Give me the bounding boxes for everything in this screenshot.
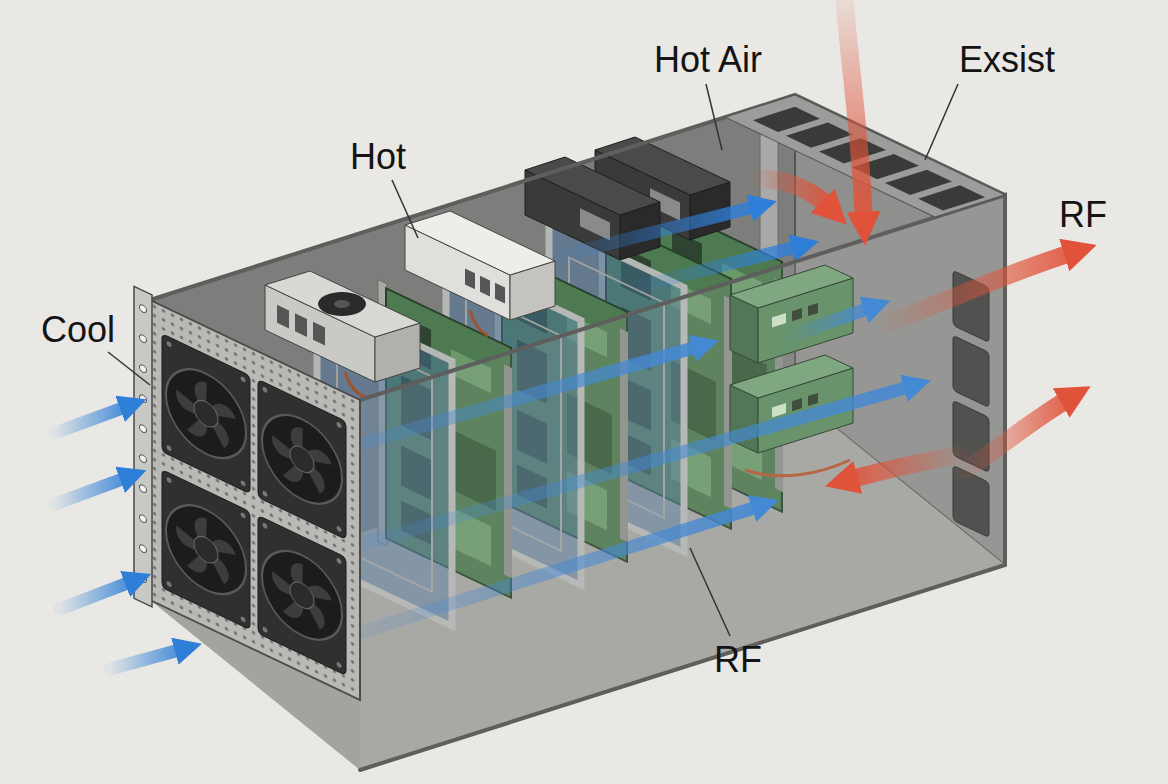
chassis-frame (150, 95, 1005, 770)
hot-exhaust-arrow (760, 4, 1074, 480)
front-fan-panel (140, 484, 147, 494)
intake-arrow (55, 406, 183, 669)
callout-label: Hot (350, 139, 406, 175)
hot-exhaust-arrow (848, 455, 960, 480)
fan-module (318, 292, 366, 316)
side-panel (360, 195, 1005, 770)
intake-arrow (110, 649, 183, 669)
callout-label: Hot Air (654, 42, 762, 78)
leader-line (108, 352, 150, 385)
fan-module (265, 271, 420, 337)
fan-module (277, 305, 325, 346)
front-fan-panel (140, 394, 147, 404)
dark-module (580, 208, 610, 240)
intake-arrow (55, 406, 128, 433)
leader-line (690, 548, 730, 636)
front-fan-panel (140, 514, 147, 524)
cooling-fan (258, 379, 346, 539)
white-module (465, 269, 475, 290)
front-fan-panel (140, 454, 147, 464)
cool-airflow-arrow (560, 206, 758, 256)
hot-exhaust-arrow (890, 252, 1074, 322)
leader-line (925, 84, 958, 160)
chassis-frame (150, 95, 1005, 300)
white-module (465, 269, 505, 304)
intake-arrow (60, 581, 133, 609)
dark-module (580, 208, 610, 240)
cooling-fan (258, 515, 346, 675)
top-exhaust-vents (918, 185, 985, 210)
dark-module (525, 157, 660, 215)
white-module (405, 211, 555, 275)
fan-module (313, 322, 325, 346)
hot-exhaust-arrow (760, 178, 830, 208)
front-fan-panel (134, 286, 360, 706)
leader-line (108, 84, 958, 636)
callout-label: Exsist (959, 42, 1055, 78)
white-module (480, 276, 490, 297)
white-module (470, 310, 488, 336)
callout-label: Cool (41, 312, 115, 348)
callout-label: RF (714, 642, 762, 678)
front-fan-panel (150, 300, 360, 700)
chassis-frame (360, 195, 1005, 770)
white-module (495, 283, 505, 304)
front-fan-panel (140, 424, 147, 434)
front-fan-panel (140, 334, 147, 344)
front-fan-panel (150, 300, 360, 700)
intake-arrow (55, 477, 128, 504)
fan-module (334, 300, 350, 308)
fan-module (277, 305, 289, 329)
front-fan-panel (140, 364, 147, 374)
cooling-fan (162, 334, 250, 494)
chassis-interior (150, 95, 1005, 770)
front-fan-panel (140, 304, 147, 584)
leader-line (706, 84, 722, 150)
hot-exhaust-arrow (845, 4, 864, 222)
front-fan-panel (140, 544, 147, 554)
leader-line (392, 180, 418, 238)
white-module (405, 211, 555, 336)
hot-exhaust-arrow (965, 398, 1070, 470)
front-fan-panel (134, 286, 152, 607)
fan-module (295, 313, 307, 337)
front-fan-panel (140, 574, 147, 584)
cooling-fan (162, 470, 250, 630)
front-fan-panel (140, 304, 147, 314)
callout-label: RF (1059, 197, 1107, 233)
